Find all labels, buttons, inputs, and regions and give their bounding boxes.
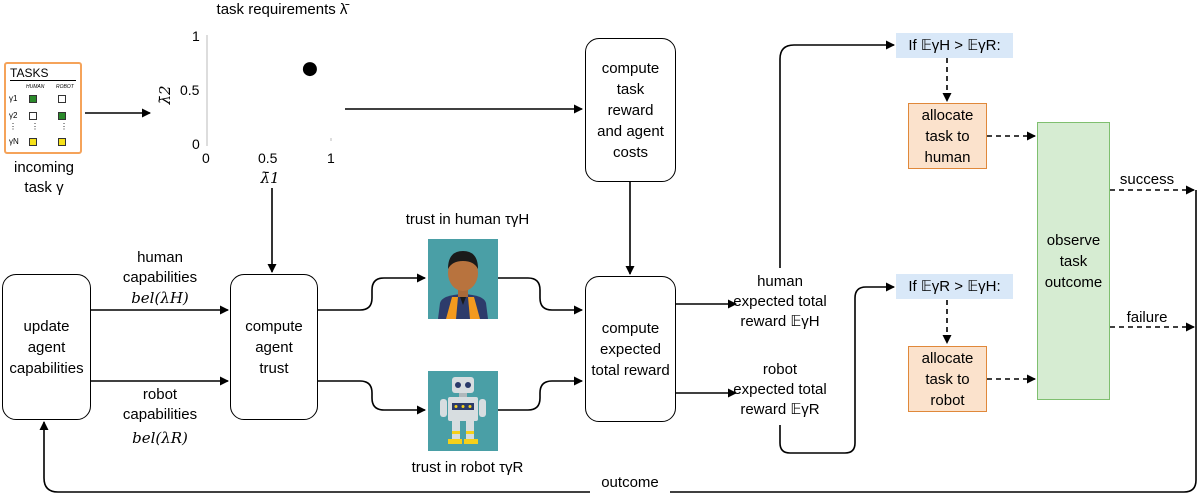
condition-human: If 𝔼γH > 𝔼γR: [896,33,1013,58]
tasks-row-label: ⋮ [9,122,17,131]
task-cell-green [29,95,37,103]
task-cell-yellow [58,138,66,146]
plot-y-tick: 0.5 [180,82,200,98]
compute-trust-node: compute agent trust [230,274,318,420]
tasks-row-dots: ⋮ [60,122,68,131]
tasks-card: TASKS HUMAN ROBOT γ1 γ2 ⋮ ⋮ ⋮ γN [4,62,82,154]
tasks-row-label: γ2 [9,111,18,120]
arrow-human-to-expected [498,277,583,315]
trust-robot-label: trust in robot τγR [411,459,524,476]
robot-belief-label: bel(λR) [132,429,188,447]
compute-reward-node: compute task reward and agent costs [585,38,676,182]
human-expected-reward-label: human expected total reward 𝔼γH [733,273,827,330]
arrow-trust-to-robot [318,380,426,415]
human-avatar [428,239,498,319]
plot-data-point [302,62,317,77]
condition-robot: If 𝔼γR > 𝔼γH: [896,274,1013,299]
tasks-row-dots: ⋮ [31,122,39,131]
allocate-human-node: allocate task to human [908,103,987,169]
failure-label: failure [1126,309,1168,326]
arrow-to-cond-robot [779,282,895,454]
plot-y-tick: 0 [192,136,200,152]
compute-expected-node: compute expected total reward [585,276,676,422]
arrow-trust-to-human [318,273,426,311]
arrow-to-cond-human [779,40,895,268]
robot-capabilities-label: robot capabilities [122,386,198,423]
tasks-row-label: γ1 [9,94,18,103]
plot-xlabel: λ̄1 [260,169,280,187]
tasks-title: TASKS [10,66,76,81]
allocate-robot-node: allocate task to robot [908,346,987,412]
arrow-robot-to-expected [498,376,583,411]
robot-icon [440,377,486,444]
task-cell-empty [29,112,37,120]
trust-human-label: trust in human τγH [405,211,530,228]
human-belief-label: bel(λH) [131,289,189,307]
task-cell-green [58,112,66,120]
plot-x-tick: 0.5 [258,150,278,166]
tasks-row-label: γN [9,137,19,146]
plot-title: task requirements λ̄ [216,1,348,18]
robot-avatar [428,371,498,451]
tasks-col-robot: ROBOT [56,84,74,90]
outcome-label: outcome [590,473,670,493]
update-capabilities-node: update agent capabilities [2,274,91,420]
robot-expected-reward-label: robot expected total reward 𝔼γR [733,361,827,418]
human-capabilities-label: human capabilities [122,249,198,286]
task-cell-empty [58,95,66,103]
tasks-col-human: HUMAN [26,84,45,90]
plot-y-tick: 1 [192,28,200,44]
human-icon [438,251,488,319]
plot-x-tick: 1 [327,150,335,166]
plot-x-tick: 0 [202,150,210,166]
success-label: success [1119,171,1175,188]
observe-outcome-node: observe task outcome [1037,122,1110,400]
plot-ylabel: λ̄2 [156,85,174,105]
incoming-task-label: incoming task γ [13,159,75,196]
task-cell-yellow [29,138,37,146]
